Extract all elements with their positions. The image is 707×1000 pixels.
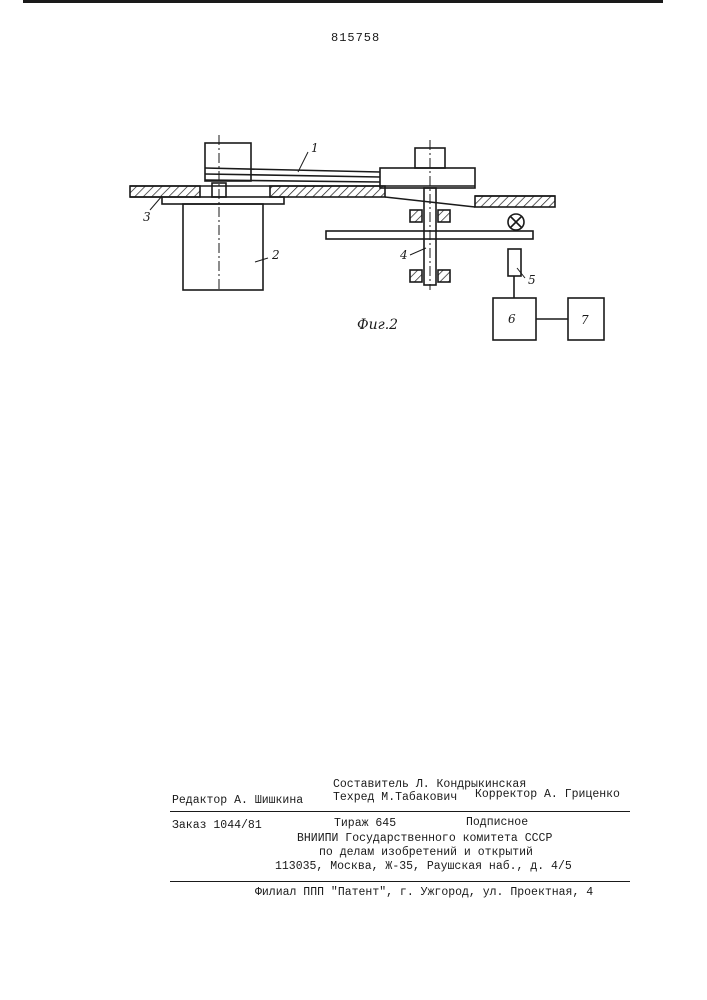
org-line-2: по делам изобретений и открытий — [319, 846, 533, 859]
label-2: 2 — [271, 248, 280, 262]
figure-2-drawing: 1 2 3 4 5 6 7 Фиг.2 — [0, 0, 707, 360]
label-5: 5 — [528, 273, 536, 287]
belt — [205, 168, 380, 182]
figure-caption: Фиг.2 — [357, 317, 398, 333]
lamp-symbol — [508, 214, 524, 230]
address-line: 113035, Москва, Ж-35, Раушская наб., д. … — [275, 860, 572, 873]
divider-1 — [170, 811, 630, 812]
techred-line: Техред М.Табакович — [333, 791, 457, 804]
label-7: 7 — [581, 313, 589, 327]
org-line-1: ВНИИПИ Государственного комитета СССР — [297, 832, 552, 845]
order-line: Заказ 1044/81 — [172, 819, 262, 832]
sensor — [508, 249, 521, 276]
subscription-line: Подписное — [466, 816, 528, 829]
label-3: 3 — [143, 210, 151, 224]
label-6: 6 — [508, 312, 516, 326]
branch-line: Филиал ППП "Патент", г. Ужгород, ул. Про… — [255, 886, 593, 899]
editor-line: Редактор А. Шишкина — [172, 794, 303, 807]
motor — [183, 204, 263, 290]
divider-2 — [170, 881, 630, 882]
circulation-line: Тираж 645 — [334, 817, 396, 830]
label-1: 1 — [311, 141, 319, 155]
label-4: 4 — [399, 248, 408, 262]
corrector-line: Корректор А. Гриценко — [475, 788, 620, 801]
